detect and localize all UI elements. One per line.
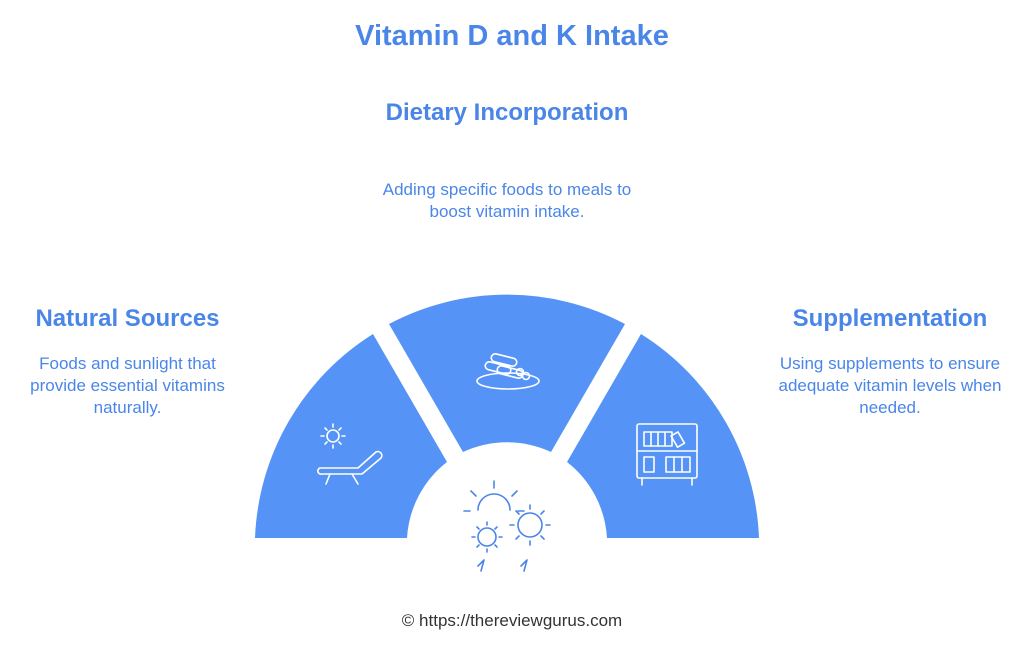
sun-cycle-icon [463,480,551,572]
natural-sources-description: Foods and sunlight that provide essentia… [30,354,225,417]
dietary-incorporation-description: Adding specific foods to meals to boost … [382,180,632,221]
medicine-cabinet-icon [636,423,698,486]
natural-sources-segment [255,334,447,538]
supplementation-segment [567,334,759,538]
diagram-title: Vitamin D and K Intake [355,20,669,52]
natural-sources-heading: Natural Sources [35,305,220,332]
food-plate-icon [476,353,540,390]
supplementation-heading: Supplementation [792,305,988,332]
footer-credit: © https://thereviewgurus.com [401,611,623,630]
dietary-incorporation-heading: Dietary Incorporation [385,99,629,126]
sunbathing-chair-icon [317,423,383,485]
supplementation-description: Using supplements to ensure adequate vit… [778,354,1002,417]
